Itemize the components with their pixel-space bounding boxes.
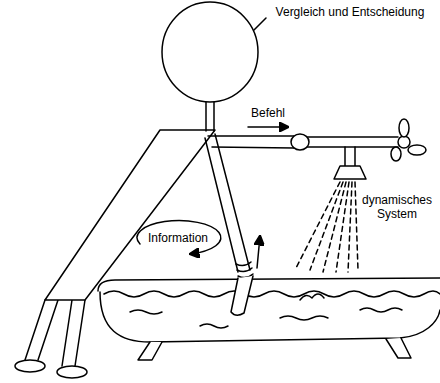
pipe	[305, 137, 398, 147]
bracelet	[236, 262, 253, 278]
torso	[45, 130, 215, 300]
arm	[205, 134, 250, 272]
neck	[206, 101, 214, 131]
valve-handle	[391, 147, 401, 161]
tub-rim	[98, 278, 440, 291]
valve-hub	[398, 136, 410, 148]
water-surface	[104, 291, 440, 297]
loop-label: Information	[148, 231, 208, 245]
shoe	[57, 366, 87, 378]
leg	[25, 300, 58, 360]
shower-head	[334, 166, 366, 179]
tub-body	[100, 292, 440, 342]
leg	[62, 300, 85, 366]
water-wave	[360, 308, 402, 312]
spray-line	[296, 182, 340, 268]
spout	[345, 147, 355, 166]
spray-line	[336, 182, 349, 272]
command-arrow	[248, 126, 288, 128]
feedback-arrow	[257, 236, 260, 268]
signal-label: Befehl	[251, 106, 285, 120]
head	[162, 2, 258, 102]
hand	[231, 276, 253, 315]
spray-line	[355, 182, 358, 270]
splash	[300, 294, 324, 300]
tub-foot	[138, 342, 162, 360]
hand	[291, 134, 309, 150]
valve-handle	[408, 145, 426, 155]
loop-arrow	[137, 221, 221, 254]
water-wave	[280, 316, 328, 320]
arm	[208, 136, 294, 148]
spray-line	[348, 182, 352, 272]
callout-label: Vergleich und Entscheidung	[276, 5, 425, 19]
tub-foot	[386, 338, 411, 358]
shoe	[15, 360, 45, 372]
system-label: dynamisches System	[357, 193, 437, 221]
water-spray	[296, 182, 358, 272]
water-wave	[200, 324, 228, 328]
leader-line	[254, 18, 266, 30]
water-wave	[130, 310, 162, 314]
valve-handle	[399, 119, 409, 137]
